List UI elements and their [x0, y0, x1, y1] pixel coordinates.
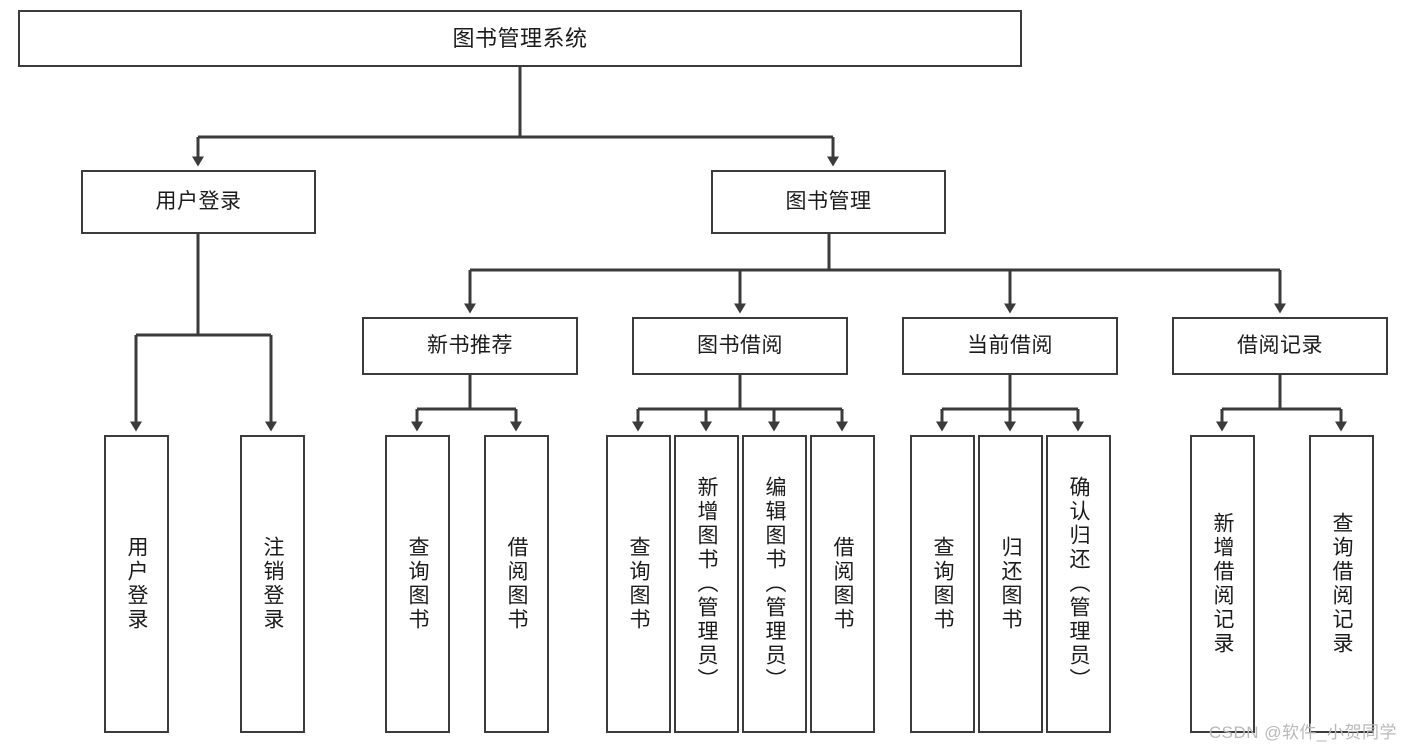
leaf-new-book-borrow[interactable]: 借阅图书 — [484, 435, 549, 733]
node-book-management-label: 图书管理 — [785, 189, 872, 213]
leaf-label: 注销登录 — [261, 536, 284, 632]
node-user-login[interactable]: 用户登录 — [81, 170, 316, 234]
leaf-label: 查询图书 — [627, 536, 650, 632]
node-book-management[interactable]: 图书管理 — [711, 170, 946, 234]
leaf-label: 查询图书 — [406, 536, 429, 632]
leaf-current-borrow-confirm-return[interactable]: 确认归还（管理员） — [1046, 435, 1111, 733]
leaf-label: 新增借阅记录 — [1211, 512, 1234, 656]
leaf-label: 新增图书（管理员） — [695, 476, 718, 692]
leaf-borrow-record-query[interactable]: 查询借阅记录 — [1309, 435, 1374, 733]
leaf-label: 借阅图书 — [831, 536, 854, 632]
leaf-label: 查询图书 — [931, 536, 954, 632]
node-root-label: 图书管理系统 — [452, 25, 588, 51]
leaf-new-book-query[interactable]: 查询图书 — [385, 435, 450, 733]
leaf-book-borrow-borrow[interactable]: 借阅图书 — [810, 435, 875, 733]
node-borrow-record[interactable]: 借阅记录 — [1172, 317, 1388, 375]
leaf-book-borrow-add[interactable]: 新增图书（管理员） — [674, 435, 739, 733]
leaf-book-borrow-edit[interactable]: 编辑图书（管理员） — [742, 435, 807, 733]
leaf-label: 用户登录 — [125, 536, 148, 632]
node-new-book-recommend-label: 新书推荐 — [427, 333, 513, 357]
leaf-current-borrow-query[interactable]: 查询图书 — [910, 435, 975, 733]
leaf-user-login-logout[interactable]: 注销登录 — [240, 435, 305, 733]
leaf-label: 归还图书 — [999, 536, 1022, 632]
node-current-borrow[interactable]: 当前借阅 — [902, 317, 1118, 375]
node-book-borrow-label: 图书借阅 — [697, 333, 783, 357]
leaf-label: 查询借阅记录 — [1330, 512, 1353, 656]
node-new-book-recommend[interactable]: 新书推荐 — [362, 317, 578, 375]
node-user-login-label: 用户登录 — [155, 189, 242, 213]
leaf-label: 借阅图书 — [505, 536, 528, 632]
node-borrow-record-label: 借阅记录 — [1237, 333, 1323, 357]
leaf-borrow-record-add[interactable]: 新增借阅记录 — [1190, 435, 1255, 733]
leaf-book-borrow-query[interactable]: 查询图书 — [606, 435, 671, 733]
leaf-label: 编辑图书（管理员） — [763, 476, 786, 692]
leaf-label: 确认归还（管理员） — [1067, 476, 1090, 692]
leaf-user-login-login[interactable]: 用户登录 — [104, 435, 169, 733]
node-book-borrow[interactable]: 图书借阅 — [632, 317, 848, 375]
node-root[interactable]: 图书管理系统 — [18, 10, 1022, 67]
watermark: CSDN @软件_小贺同学 — [1208, 723, 1397, 742]
leaf-current-borrow-return[interactable]: 归还图书 — [978, 435, 1043, 733]
node-current-borrow-label: 当前借阅 — [967, 333, 1053, 357]
